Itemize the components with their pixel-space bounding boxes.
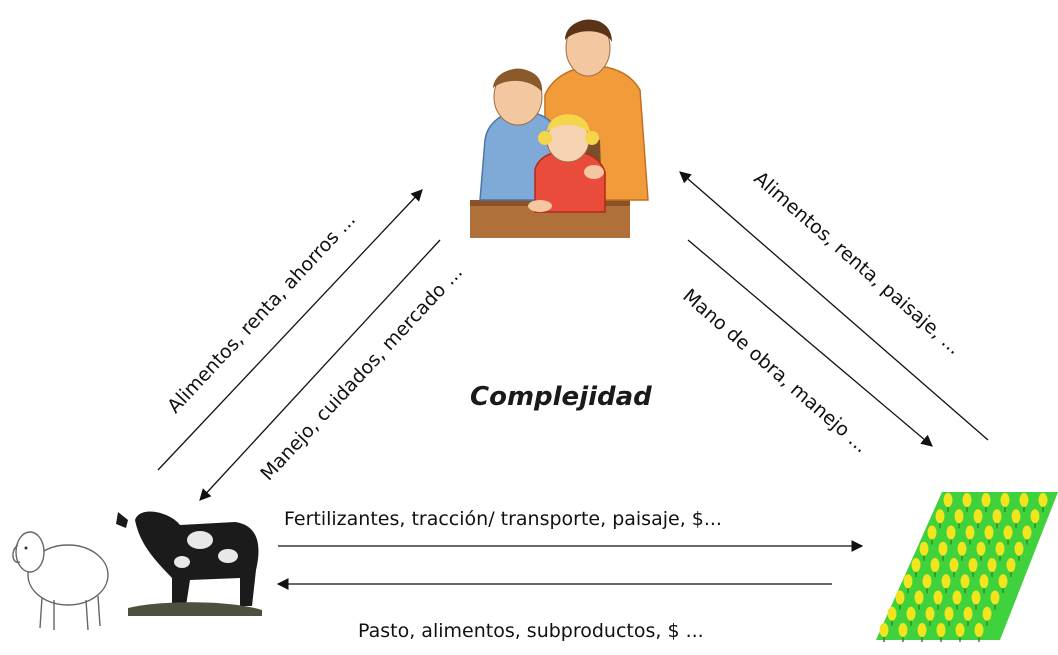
crop-grain (974, 623, 984, 637)
crop-grain (973, 509, 983, 524)
crop-grain (949, 558, 959, 572)
crop-grain (922, 574, 932, 589)
crop-grain (981, 493, 991, 507)
crop-grain (992, 509, 1002, 524)
arrow-family-to-crops (687, 239, 933, 447)
crop-grain (1006, 558, 1016, 572)
crop-field-illustration (876, 492, 1058, 642)
crop-grain (879, 623, 889, 637)
arrow-livestock-to-family (157, 189, 423, 471)
crop-grain (1030, 509, 1040, 524)
crop-grain (990, 590, 1000, 605)
crop-grain (1038, 493, 1048, 507)
crop-grain (1019, 493, 1029, 507)
crop-grain (1022, 525, 1032, 540)
center-title: Complejidad (470, 382, 652, 412)
crop-grain (935, 509, 945, 524)
crop-grain (903, 574, 913, 589)
crop-grain (914, 590, 924, 605)
crop-grain (984, 525, 994, 540)
arrow-crops-to-family (679, 171, 989, 441)
crop-grain (968, 558, 978, 572)
crop-grain (957, 541, 967, 556)
crop-grain (895, 590, 905, 605)
crop-grain (941, 574, 951, 589)
crop-grain (963, 606, 973, 621)
cow-illustration (116, 511, 262, 616)
crop-grain (930, 558, 940, 572)
crop-grain (954, 509, 964, 524)
crop-grain (887, 606, 897, 621)
crop-grain (1003, 525, 1013, 540)
crop-grain (944, 606, 954, 621)
flow-arrows (157, 171, 989, 590)
crop-grain (960, 574, 970, 589)
crop-grain (1000, 493, 1010, 507)
crop-grain (979, 574, 989, 589)
crop-grain (952, 590, 962, 605)
crop-grain (955, 623, 965, 637)
crop-grain (982, 606, 992, 621)
crop-grain (987, 558, 997, 572)
crop-grain (906, 606, 916, 621)
crop-grain (919, 541, 929, 556)
crop-grain (1014, 541, 1024, 556)
family-illustration (470, 19, 649, 238)
crop-grain (917, 623, 927, 637)
arrow-family-to-livestock (199, 239, 441, 501)
label-livestock-to-crops: Fertilizantes, tracción/ transporte, pai… (284, 508, 722, 530)
crop-grain (911, 558, 921, 572)
crop-grain (995, 541, 1005, 556)
crop-grain (933, 590, 943, 605)
crop-grain (927, 525, 937, 540)
crop-grain (965, 525, 975, 540)
crop-grain (962, 493, 972, 507)
crop-grain (936, 623, 946, 637)
crop-grain (998, 574, 1008, 589)
crop-grain (943, 493, 953, 507)
crop-grain (1011, 509, 1021, 524)
sheep-illustration (12, 531, 109, 631)
label-crops-to-livestock: Pasto, alimentos, subproductos, $ ... (358, 620, 704, 642)
crop-grain (946, 525, 956, 540)
crop-grain (898, 623, 908, 637)
crop-grain (925, 606, 935, 621)
crop-grain (938, 541, 948, 556)
crop-grain (976, 541, 986, 556)
crop-grain (971, 590, 981, 605)
